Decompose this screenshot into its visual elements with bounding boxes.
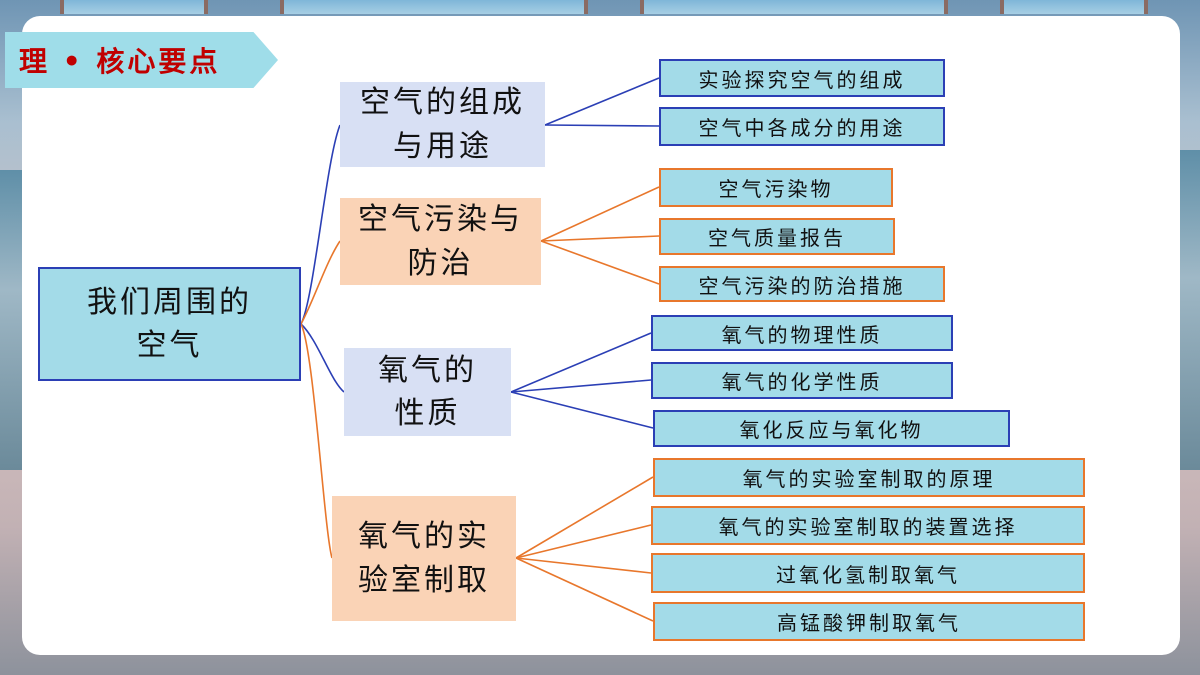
connector-branch-3-leaf — [510, 332, 652, 393]
connector-root-branch-4 — [300, 323, 333, 559]
connector-branch-4-leaf — [515, 524, 652, 559]
branch-node-line: 空气的组成 — [360, 85, 525, 120]
section-banner: 理 • 核心要点 — [5, 32, 278, 88]
leaf-node: 氧化反应与氧化物 — [653, 410, 1010, 447]
leaf-node: 氧气的化学性质 — [651, 362, 953, 399]
leaf-node: 高锰酸钾制取氧气 — [653, 602, 1085, 641]
leaf-node: 实验探究空气的组成 — [659, 59, 945, 97]
background-shelf — [0, 170, 22, 470]
connector-branch-4-leaf — [515, 476, 654, 559]
leaf-node: 氧气的物理性质 — [651, 315, 953, 351]
leaf-node: 空气污染的防治措施 — [659, 266, 945, 302]
branch-node-line: 与用途 — [393, 128, 492, 164]
background-window — [280, 0, 588, 14]
leaf-node: 空气质量报告 — [659, 218, 895, 255]
branch-node-line: 氧气的 — [378, 352, 477, 388]
connector-branch-3-leaf — [510, 379, 652, 393]
connector-root-branch-3 — [300, 323, 345, 393]
branch-node-oxygen-preparation: 氧气的实 验室制取 — [332, 496, 516, 621]
branch-node-line: 验室制取 — [358, 562, 490, 598]
connector-branch-4-leaf — [515, 557, 654, 622]
connector-branch-3-leaf — [510, 391, 654, 429]
banner-title: 理 • 核心要点 — [19, 45, 221, 78]
connector-branch-4-leaf — [515, 557, 652, 574]
connector-branch-2-leaf — [540, 186, 660, 242]
branch-node-air-pollution: 空气污染与 防治 — [340, 198, 541, 285]
connector-branch-1-leaf — [544, 124, 660, 127]
background-window — [60, 0, 208, 14]
leaf-node: 氧气的实验室制取的原理 — [653, 458, 1085, 497]
connector-root-branch-1 — [300, 124, 341, 325]
background-window — [640, 0, 948, 14]
connector-branch-2-leaf — [540, 235, 660, 242]
root-node-line: 空气 — [136, 328, 203, 363]
connector-branch-2-leaf — [540, 240, 660, 285]
leaf-node: 空气污染物 — [659, 168, 893, 207]
branch-node-line: 防治 — [407, 245, 474, 281]
branch-node-oxygen-properties: 氧气的 性质 — [344, 348, 511, 436]
leaf-node: 氧气的实验室制取的装置选择 — [651, 506, 1085, 545]
connector-root-branch-2 — [300, 240, 341, 325]
leaf-node: 空气中各成分的用途 — [659, 107, 945, 146]
branch-node-line: 性质 — [394, 396, 461, 431]
root-node-line: 我们周围的 — [87, 284, 252, 320]
background-shelf — [1180, 150, 1200, 470]
branch-node-line: 氧气的实 — [358, 519, 490, 554]
branch-node-line: 空气污染与 — [358, 202, 523, 237]
branch-node-air-composition: 空气的组成 与用途 — [340, 82, 545, 167]
background-window — [1000, 0, 1148, 14]
leaf-node: 过氧化氢制取氧气 — [651, 553, 1085, 593]
connector-branch-1-leaf — [544, 77, 660, 126]
root-node: 我们周围的 空气 — [38, 267, 301, 381]
